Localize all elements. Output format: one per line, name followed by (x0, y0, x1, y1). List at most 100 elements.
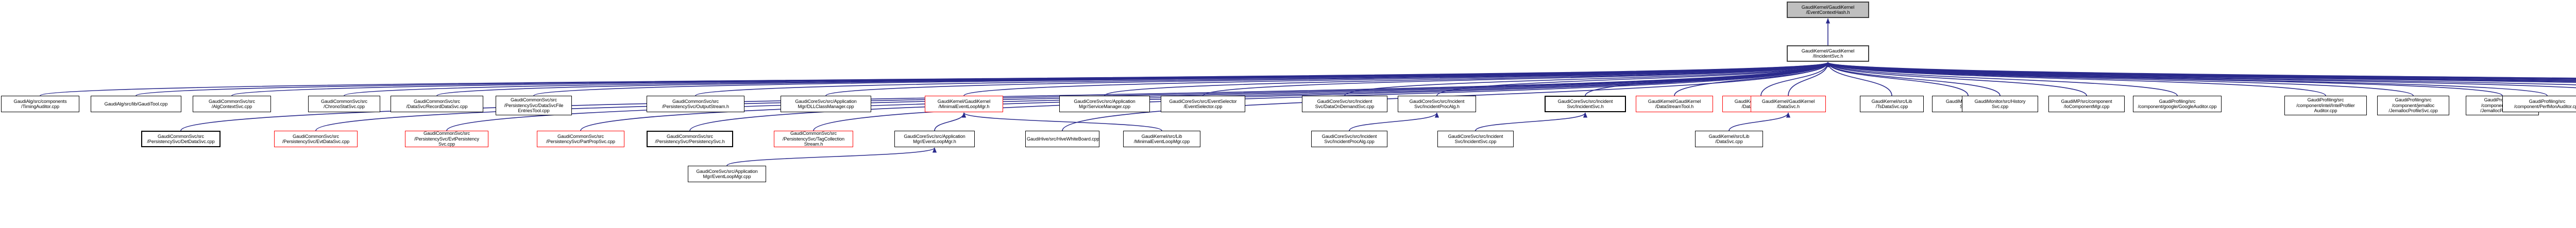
graph-node-label: GaudiMonitor/src/History Svc.cpp (1974, 98, 2026, 110)
graph-node-label: GaudiKernel/src/Lib /MinimalEventLoopMgr… (1133, 133, 1190, 145)
graph-node[interactable]: GaudiProfiling/src /component/google/Goo… (2133, 96, 2222, 112)
graph-node-label: GaudiProfiling/src /component/PerfMonAud… (2514, 98, 2576, 110)
graph-node[interactable]: GaudiCommonSvc/src /PersistencySvc/EvtDa… (274, 131, 358, 147)
graph-edge (1826, 62, 2576, 79)
graph-node[interactable]: GaudiCommonSvc/src /DataSvc/RecordDataSv… (391, 96, 483, 112)
graph-node-label: GaudiCoreSvc/src/Application Mgr/Service… (1074, 98, 1136, 110)
graph-edge (1826, 62, 2576, 83)
graph-node-label: GaudiCoreSvc/src/Incident Svc/IncidentSv… (1448, 133, 1503, 145)
graph-node[interactable]: GaudiCommonSvc/src /PersistencySvc/Outpu… (647, 96, 744, 112)
graph-edge (934, 112, 967, 131)
graph-edge (1202, 62, 1830, 96)
graph-edge (436, 62, 1830, 96)
graph-edge (1674, 62, 1831, 96)
graph-node-label: GaudiCommonSvc/src /ChronoStatSvc.cpp (320, 98, 368, 110)
graph-node[interactable]: GaudiCoreSvc/src/Incident Svc/IncidentSv… (1545, 96, 1626, 112)
graph-edge (1826, 62, 2576, 80)
graph-edge (1825, 62, 1892, 96)
graph-node[interactable]: GaudiProfiling/src /component/PerfMonAud… (2502, 96, 2576, 112)
graph-node[interactable]: GaudiHive/src/HiveWhiteBoard.cpp (1025, 131, 1099, 147)
graph-edge (1436, 62, 1830, 96)
graph-node-label: GaudiMP/src/component /IoComponentMgr.cp… (2061, 98, 2112, 110)
graph-node-label: GaudiProfiling/src /component/intel/Inte… (2296, 97, 2355, 114)
graph-edge (726, 147, 937, 166)
graph-edge (1826, 62, 2576, 80)
graph-node-label: GaudiAlg/src/lib/GaudiTool.cpp (104, 101, 168, 107)
graph-edge (962, 112, 1162, 131)
graph-edge (963, 62, 1830, 96)
graph-node-label: GaudiKernel/src/Lib /TsDataSvc.cpp (1871, 98, 1912, 110)
graph-edge (1826, 62, 2414, 96)
graph-node[interactable]: GaudiKernel/GaudiKernel /MinimalEventLoo… (925, 96, 1003, 112)
graph-node-label: GaudiCommonSvc/src /PersistencySvc/TagCo… (782, 131, 845, 147)
graph-node[interactable]: GaudiCommonSvc/src /PersistencySvc/DataS… (496, 96, 572, 115)
graph-node-label: GaudiCoreSvc/src/EventSelector /EventSel… (1169, 98, 1237, 110)
graph-edge (1826, 62, 2503, 96)
graph-node-label: GaudiCommonSvc/src /PersistencySvc/DataS… (504, 97, 564, 114)
graph-node[interactable]: GaudiCommonSvc/src /PersistencySvc/DetDa… (141, 131, 221, 147)
graph-node[interactable]: GaudiKernel/src/Lib /MinimalEventLoopMgr… (1123, 131, 1200, 147)
graph-node[interactable]: GaudiCoreSvc/src/Application Mgr/Service… (1059, 96, 1150, 112)
graph-node[interactable]: GaudiCommonSvc/src /ChronoStatSvc.cpp (308, 96, 380, 112)
graph-node[interactable]: GaudiKernel/GaudiKernel /DataSvc.h (1751, 96, 1826, 112)
graph-edge (40, 62, 1830, 96)
graph-node-label: GaudiCommonSvc/src /DataSvc/RecordDataSv… (406, 98, 468, 110)
graph-node[interactable]: GaudiCoreSvc/src/Application Mgr/DLLClas… (781, 96, 871, 112)
graph-node[interactable]: GaudiMonitor/src/History Svc.cpp (1962, 96, 2038, 112)
graph-edge (1788, 62, 1831, 96)
graph-node-label: GaudiCoreSvc/src/Application Mgr/DLLClas… (795, 98, 857, 110)
graph-node-label: GaudiKernel/GaudiKernel /IIncidentSvc.h (1801, 48, 1855, 59)
graph-edge (1349, 112, 1439, 131)
graph-edge (1826, 62, 2576, 85)
graph-edge (1104, 62, 1830, 96)
graph-node[interactable]: GaudiCoreSvc/src/Incident Svc/IncidentPr… (1311, 131, 1387, 147)
graph-node[interactable]: GaudiMP/src/component /IoComponentMgr.cp… (2048, 96, 2125, 112)
graph-edge (1344, 62, 1830, 96)
graph-node[interactable]: GaudiAlg/src/components /TimingAuditor.c… (1, 96, 79, 112)
graph-node[interactable]: GaudiProfiling/src /component/intel/Inte… (2284, 96, 2367, 115)
graph-node-label: GaudiKernel/GaudiKernel /MinimalEventLoo… (937, 98, 991, 110)
graph-edge (1826, 62, 2576, 81)
graph-node[interactable]: GaudiCoreSvc/src/EventSelector /EventSel… (1161, 96, 1245, 112)
graph-edge (533, 62, 1830, 96)
graph-edge (1585, 62, 1831, 96)
graph-node[interactable]: GaudiCommonSvc/src /PersistencySvc/EvtPe… (405, 131, 488, 147)
graph-edge (1825, 62, 2087, 96)
graph-edge (1826, 62, 2326, 96)
graph-node-label: GaudiCoreSvc/src/Incident Svc/IncidentSv… (1557, 98, 1613, 110)
graph-node-label: GaudiProfiling/src /component/google/Goo… (2138, 98, 2217, 110)
graph-node-label: GaudiCoreSvc/src/Application Mgr/EventLo… (904, 133, 965, 145)
graph-node[interactable]: GaudiCoreSvc/src/Incident Svc/IncidentPr… (1398, 96, 1476, 112)
graph-node-label: GaudiCommonSvc/src /PersistencySvc/EvtDa… (282, 133, 350, 145)
graph-edge (825, 62, 1830, 96)
graph-node[interactable]: GaudiAlg/src/lib/GaudiTool.cpp (91, 96, 181, 112)
graph-node[interactable]: GaudiCommonSvc/src /PersistencySvc/TagCo… (774, 131, 853, 147)
graph-node-label: GaudiCoreSvc/src/Incident Svc/IncidentPr… (1321, 133, 1377, 145)
graph-root-node[interactable]: GaudiKernel/GaudiKernel /EventContextHas… (1787, 2, 1869, 18)
graph-edge (1728, 112, 1791, 131)
graph-node[interactable]: GaudiCommonSvc/src /PersistencySvc/PartP… (537, 131, 624, 147)
graph-node[interactable]: GaudiKernel/GaudiKernel /DataStreamTool.… (1636, 96, 1713, 112)
graph-node[interactable]: GaudiCommonSvc/src /PersistencySvc/Persi… (647, 131, 733, 147)
graph-edge (695, 62, 1830, 96)
graph-node[interactable]: GaudiCoreSvc/src/Application Mgr/EventLo… (688, 166, 766, 182)
graph-edge (1826, 62, 2576, 82)
graph-node-label: GaudiAlg/src/components /TimingAuditor.c… (13, 98, 67, 110)
graph-edge (344, 62, 1830, 96)
graph-node[interactable]: GaudiKernel/src/Lib /DataSvc.cpp (1695, 131, 1763, 147)
graph-node[interactable]: GaudiKernel/GaudiKernel /IIncidentSvc.h (1787, 45, 1869, 62)
graph-node[interactable]: GaudiCoreSvc/src/Application Mgr/EventLo… (894, 131, 975, 147)
graph-edge (1826, 62, 2576, 79)
graph-node[interactable]: GaudiCoreSvc/src/Incident Svc/DataOnDema… (1302, 96, 1387, 112)
graph-node[interactable]: GaudiCommonSvc/src /AlgContextSvc.cpp (193, 96, 271, 112)
graph-node-label: GaudiCommonSvc/src /PersistencySvc/PartP… (546, 133, 615, 145)
graph-node-label: GaudiCommonSvc/src /PersistencySvc/Outpu… (662, 98, 729, 110)
graph-node-label: GaudiKernel/GaudiKernel /DataSvc.h (1761, 98, 1815, 110)
graph-node[interactable]: GaudiCoreSvc/src/Incident Svc/IncidentSv… (1437, 131, 1514, 147)
graph-node[interactable]: GaudiProfiling/src /component/jemalloc /… (2377, 96, 2449, 115)
graph-node-label: GaudiCommonSvc/src /PersistencySvc/Persi… (655, 133, 725, 145)
graph-edge (135, 62, 1830, 96)
graph-edge (231, 62, 1830, 96)
graph-node[interactable]: GaudiKernel/src/Lib /TsDataSvc.cpp (1860, 96, 1924, 112)
